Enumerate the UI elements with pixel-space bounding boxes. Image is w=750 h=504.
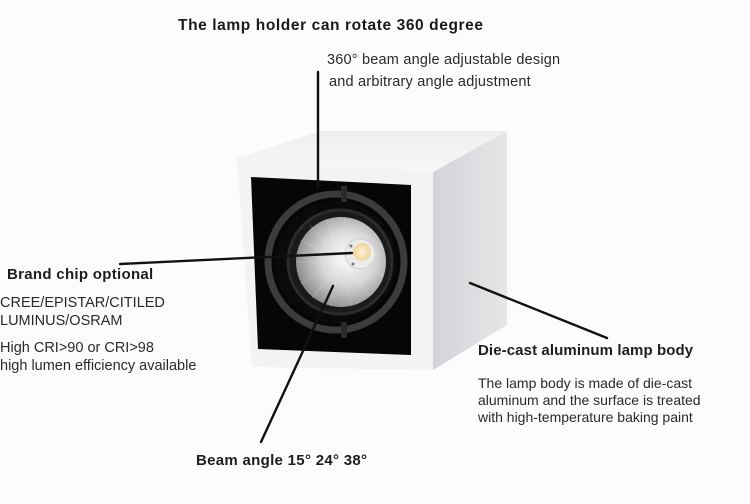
outer-ring [264, 190, 408, 334]
body-desc-line: aluminum and the surface is treated [478, 392, 701, 408]
brand-line: LUMINUS/OSRAM [0, 313, 123, 329]
leader-lines [118, 70, 609, 444]
rotate-description-line: and arbitrary angle adjustment [329, 74, 531, 90]
cob-chip [353, 243, 371, 261]
brand-chip-title: Brand chip optional [7, 266, 154, 283]
cri-line: high lumen efficiency available [0, 358, 197, 374]
rotate-title: The lamp holder can rotate 360 degree [178, 17, 484, 34]
leader-beam [259, 284, 335, 444]
brand-line: CREE/EPISTAR/CITILED [0, 295, 165, 311]
housing-top [237, 131, 507, 172]
body-desc-line: The lamp body is made of die-cast [478, 375, 692, 391]
leader-body [468, 281, 609, 340]
rotate-description: 360° beam angle adjustable design and ar… [327, 49, 560, 93]
beam-angle-title: Beam angle 15° 24° 38° [196, 452, 368, 469]
body-desc-line: with high-temperature baking paint [478, 409, 693, 425]
leader-chip [118, 251, 354, 266]
brand-chip-cri: High CRI>90 or CRI>98 high lumen efficie… [0, 339, 196, 375]
cri-line: High CRI>90 or CRI>98 [0, 340, 154, 356]
lamp-body-description: The lamp body is made of die-cast alumin… [478, 375, 701, 426]
brand-chip-brands: CREE/EPISTAR/CITILED LUMINUS/OSRAM [0, 294, 165, 330]
lamp-body-title: Die-cast aluminum lamp body [478, 342, 694, 359]
rotate-description-line: 360° beam angle adjustable design [327, 52, 561, 68]
housing-side [433, 131, 507, 370]
